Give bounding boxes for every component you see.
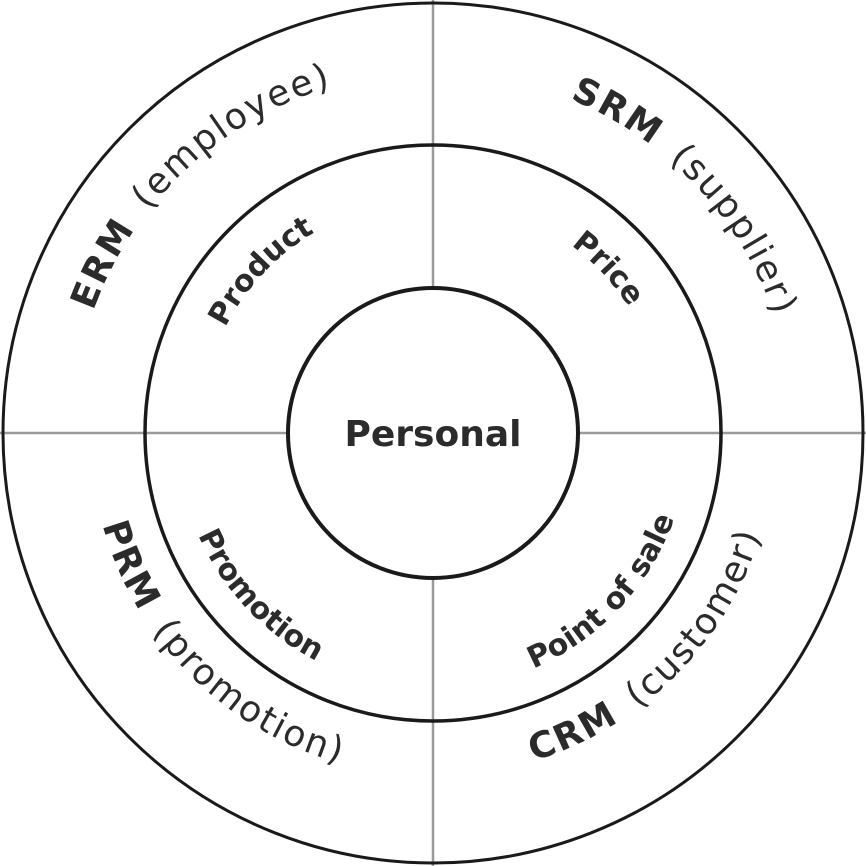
inner-label-price: Price	[566, 224, 651, 312]
center-circle	[286, 286, 580, 580]
middle-circle	[143, 143, 723, 723]
inner-label-product: Product	[202, 209, 319, 331]
inner-label-promotion: Promotion	[191, 523, 330, 668]
outer-label-erm: ERM (employee)	[63, 56, 335, 315]
center-label: Personal	[345, 414, 522, 455]
